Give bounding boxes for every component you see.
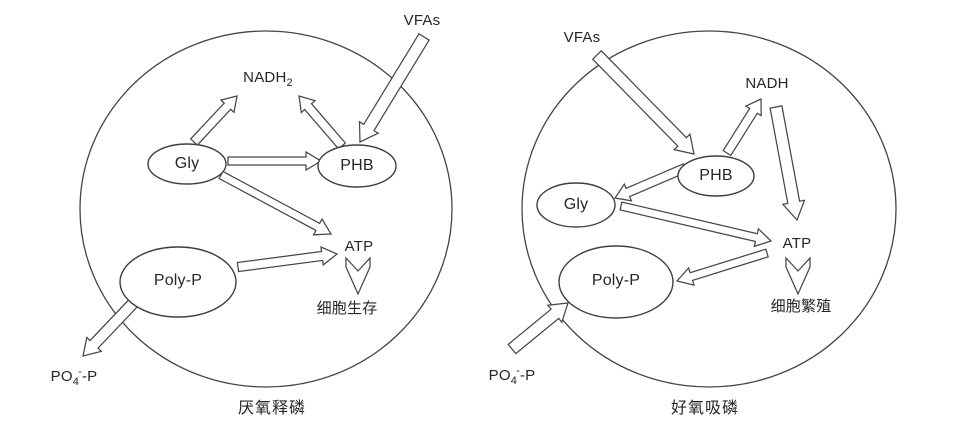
node-phb-label: PHB (699, 167, 733, 185)
node-polyp-label: Poly-P (153, 272, 203, 290)
node-polyp-ellipse (119, 246, 237, 318)
arrow-phb-to-gly (613, 163, 688, 202)
label-nadh2: NADH2 (243, 68, 293, 89)
arrow-po4-to-polyp (507, 302, 569, 355)
label-po4-superscript: - (78, 365, 82, 378)
arrow-phb-to-nadh2 (298, 95, 347, 150)
anaerobic-cell-membrane (79, 30, 453, 388)
node-phb-ellipse (677, 155, 755, 197)
aerobic-cell-membrane (521, 30, 897, 388)
label-po4-superscript: - (516, 364, 520, 377)
label-nadh-base: NADH (745, 74, 789, 92)
label-cell-survival: 细胞生存 (316, 299, 378, 317)
label-vfas: VFAs (563, 28, 601, 46)
label-atp: ATP (344, 237, 374, 255)
arrow-atp-to-cell (785, 256, 811, 296)
label-nadh: NADH (745, 74, 789, 93)
node-polyp-ellipse (558, 245, 674, 319)
label-cell-reproduction: 细胞繁殖 (770, 297, 832, 315)
arrow-atp-to-cell (345, 256, 371, 296)
arrow-gly-to-nadh2 (189, 95, 238, 146)
arrow-polyp-to-po4 (82, 292, 144, 357)
caption-anaerobic: 厌氧释磷 (237, 400, 307, 418)
label-po4-subscript: 4 (510, 374, 518, 387)
arrow-nadh-to-atp (769, 105, 806, 222)
label-po4: PO4--P (50, 365, 98, 388)
arrow-vfas-to-phb (591, 49, 695, 155)
label-po4-base: PO (50, 367, 73, 385)
node-gly-label: Gly (563, 196, 589, 214)
arrow-phb-to-nadh (722, 98, 762, 157)
label-po4-base: PO (488, 366, 511, 384)
caption-aerobic: 好氧吸磷 (670, 400, 740, 418)
arrow-vfas-to-phb (358, 33, 430, 143)
node-gly-ellipse (147, 143, 227, 185)
arrow-gly-to-atp (619, 201, 773, 248)
node-gly-label: Gly (174, 155, 200, 173)
arrow-polyp-to-atp (236, 245, 339, 273)
label-po4-suffix: -P (519, 366, 536, 384)
arrow-atp-to-polyp (675, 248, 769, 286)
node-polyp-label: Poly-P (591, 272, 641, 290)
label-atp: ATP (782, 234, 812, 252)
label-po4-subscript: 4 (72, 375, 80, 388)
label-vfas: VFAs (403, 11, 441, 29)
label-po4-suffix: -P (81, 367, 98, 385)
node-gly-ellipse (536, 182, 616, 228)
node-phb-ellipse (317, 144, 397, 188)
arrow-gly-to-phb (227, 150, 323, 172)
node-phb-label: PHB (340, 157, 374, 175)
label-nadh2-base: NADH (243, 68, 287, 86)
label-po4: PO4--P (488, 364, 536, 387)
arrow-gly-to-atp (218, 170, 333, 236)
label-nadh2-subscript: 2 (286, 76, 293, 89)
